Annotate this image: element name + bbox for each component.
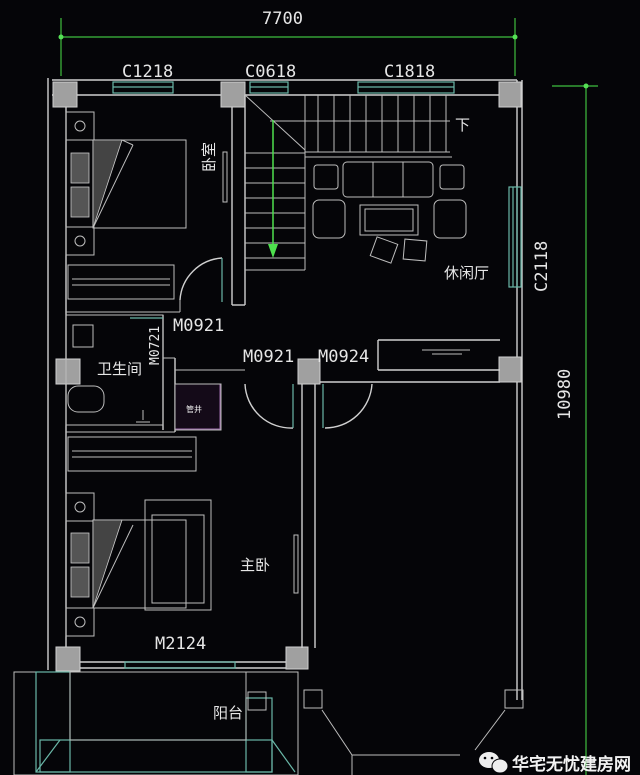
bedroom-bed bbox=[65, 111, 187, 256]
bedroom-tv bbox=[222, 151, 228, 203]
total-width-label: 7700 bbox=[262, 9, 303, 29]
columns bbox=[52, 81, 522, 672]
window-label-c0618: C0618 bbox=[245, 62, 296, 82]
door-swing-bedroom bbox=[179, 257, 223, 301]
window-c2118 bbox=[508, 186, 522, 288]
bedroom-wardrobe bbox=[67, 264, 175, 300]
total-depth-label: 10980 bbox=[555, 369, 575, 420]
window-label-c2118: C2118 bbox=[532, 241, 552, 292]
top-dimension bbox=[58, 18, 518, 76]
window-c0618 bbox=[249, 81, 289, 94]
master-bed bbox=[65, 492, 212, 637]
door-swing-m0924 bbox=[324, 383, 373, 429]
window-label-c1818: C1818 bbox=[384, 62, 435, 82]
pipe-shaft bbox=[174, 383, 222, 431]
bathroom-label: 卫生间 bbox=[97, 360, 142, 378]
master-wardrobe bbox=[67, 436, 197, 472]
door-label-m2124: M2124 bbox=[155, 634, 206, 654]
master-bedroom-label: 主卧 bbox=[240, 556, 270, 574]
balcony-label: 阳台 bbox=[213, 704, 243, 722]
lounge-tv-cabinet bbox=[422, 349, 470, 355]
window-label-c1218: C1218 bbox=[122, 62, 173, 82]
right-dimension bbox=[552, 83, 598, 775]
staircase bbox=[244, 94, 452, 271]
shaft-label: 管井 bbox=[186, 404, 202, 414]
interior-walls bbox=[66, 95, 500, 669]
door-label-m0924: M0924 bbox=[318, 347, 369, 367]
lounge-label: 休闲厅 bbox=[444, 264, 489, 282]
door-label-m0921-master: M0921 bbox=[243, 347, 294, 367]
master-tv bbox=[293, 534, 299, 594]
balcony bbox=[13, 671, 299, 775]
door-label-m0921-bedroom: M0921 bbox=[173, 316, 224, 336]
door-label-m0721: M0721 bbox=[148, 326, 163, 365]
window-c1818 bbox=[357, 81, 455, 94]
wechat-icon bbox=[479, 752, 509, 774]
stair-down-label: 下 bbox=[455, 116, 470, 134]
watermark-text: 华宅无忧建房网 bbox=[512, 754, 631, 775]
window-c1218 bbox=[112, 81, 174, 94]
outer-walls bbox=[47, 78, 523, 700]
door-swing-master bbox=[244, 383, 294, 429]
bathroom-fixtures bbox=[65, 314, 164, 426]
door-m2124 bbox=[124, 661, 236, 669]
lounge-sofa-set bbox=[312, 161, 467, 264]
entry-bay bbox=[303, 689, 524, 775]
bedroom-label: 卧室 bbox=[200, 142, 218, 172]
